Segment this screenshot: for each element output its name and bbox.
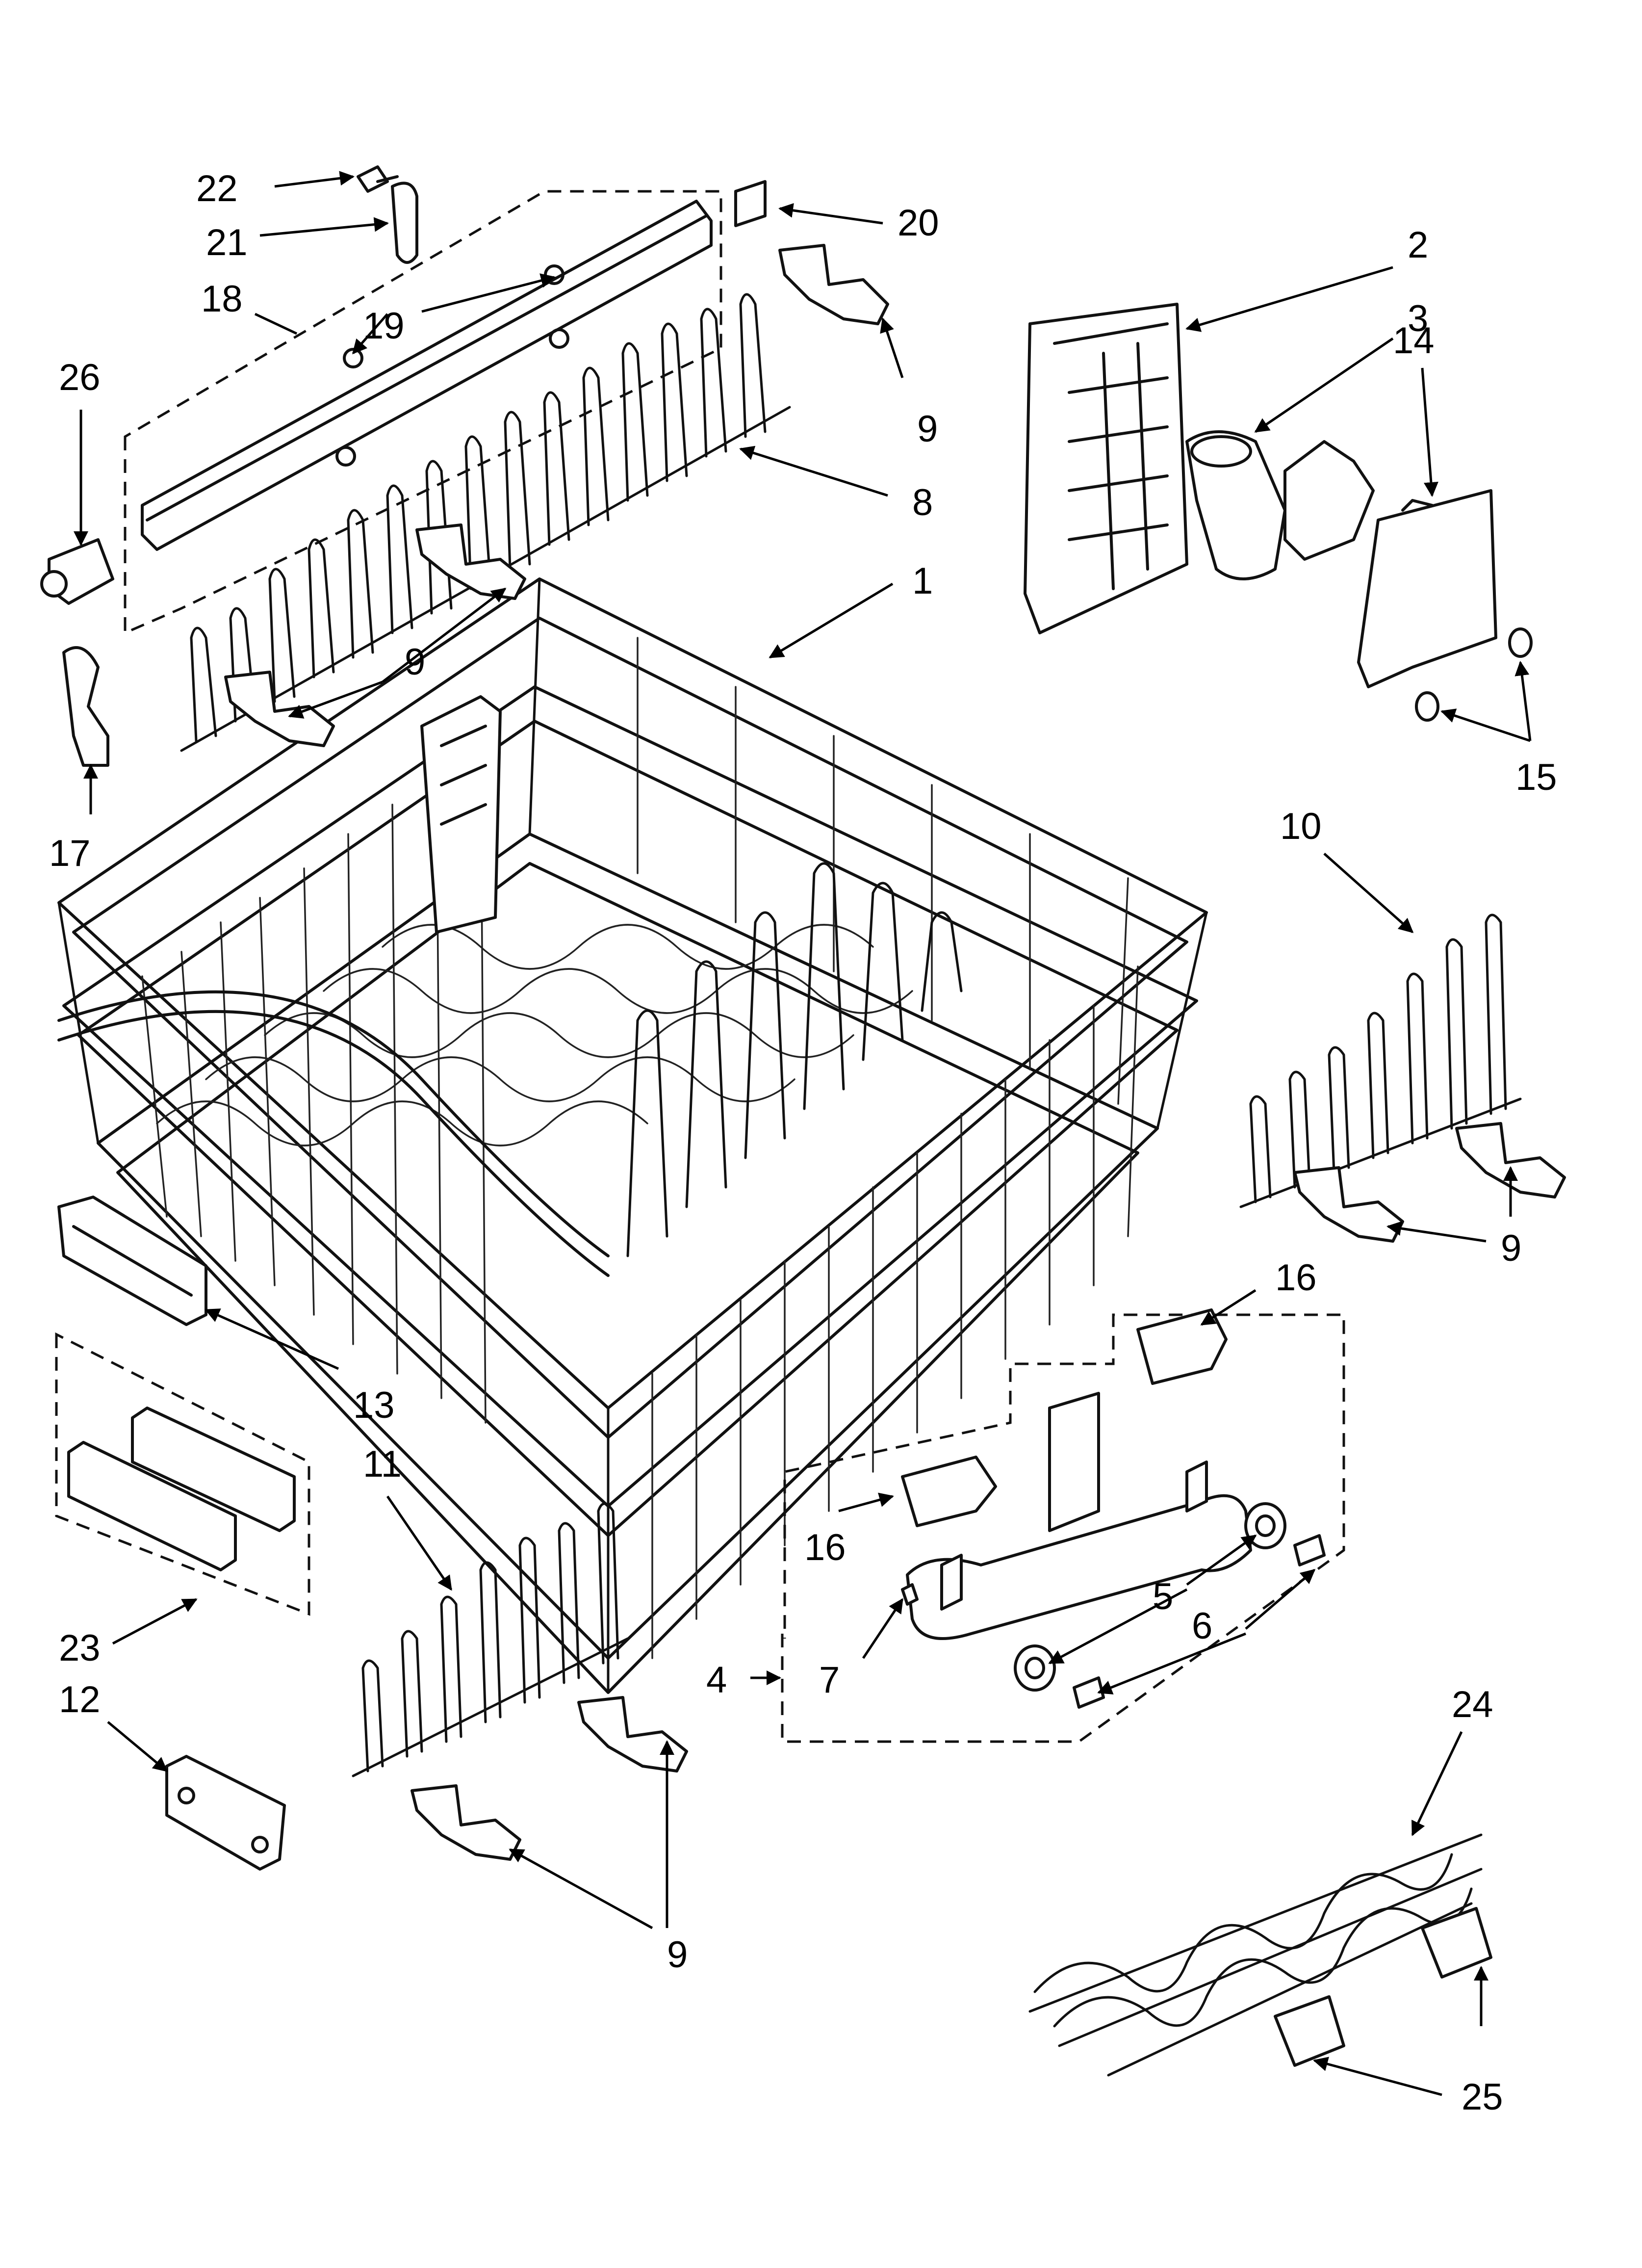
adjuster-housing-2 [1024, 303, 1188, 634]
callout-19: 19 [363, 305, 405, 347]
leader-lines [74, 171, 1532, 2096]
clip-25 [1274, 1907, 1492, 2067]
lever-3 [1185, 430, 1375, 580]
callout-7: 7 [819, 1659, 840, 1701]
tine-clip-9-bottom [410, 1696, 688, 1861]
callout-24: 24 [1452, 1684, 1493, 1725]
callout-25: 25 [1462, 2076, 1503, 2118]
callout-21: 21 [206, 222, 248, 263]
handle-17 [62, 646, 109, 767]
callout-labels: 22 21 18 19 26 20 9 8 1 9 17 2 3 14 15 1… [49, 168, 1557, 2118]
callout-23: 23 [59, 1627, 101, 1669]
tine-assembly-24 [1028, 1833, 1483, 2077]
tine-row-10 [1239, 913, 1522, 1208]
callout-13: 13 [353, 1384, 395, 1426]
callout-4: 4 [706, 1659, 727, 1701]
tine-clip-9-right [1293, 1122, 1566, 1243]
callout-1: 1 [912, 560, 933, 602]
callout-9-left: 9 [405, 641, 425, 683]
callout-6: 6 [1192, 1605, 1212, 1647]
clip-12 [165, 1755, 286, 1871]
callout-2: 2 [1408, 224, 1428, 266]
callout-8: 8 [912, 482, 933, 523]
caps-15 [1415, 627, 1533, 722]
callout-17: 17 [49, 833, 91, 874]
callout-5: 5 [1153, 1576, 1173, 1617]
callout-22: 22 [196, 168, 238, 209]
callout-20: 20 [898, 202, 939, 244]
callout-9-right: 9 [1501, 1227, 1521, 1269]
adjuster-assembly-4 [781, 1308, 1345, 1743]
callout-3: 3 [1408, 298, 1428, 339]
callout-16-right: 16 [1275, 1257, 1317, 1299]
callout-12: 12 [59, 1679, 101, 1721]
callout-10: 10 [1280, 806, 1322, 847]
callout-14: 14 [1393, 320, 1435, 362]
screw-22 [357, 165, 399, 193]
stop-26 [40, 538, 114, 605]
callout-11: 11 [363, 1443, 402, 1485]
callout-18: 18 [201, 278, 243, 320]
callout-9-bottom: 9 [667, 1934, 688, 1976]
trim-23 [55, 1332, 310, 1616]
cover-14 [1357, 489, 1497, 688]
callout-9-top: 9 [917, 408, 938, 450]
tine-clip-9-top [224, 244, 889, 747]
bracket-21 [391, 182, 418, 264]
callout-16-left: 16 [804, 1527, 846, 1568]
clip-13 [57, 1196, 207, 1326]
clip-20 [734, 180, 767, 227]
callout-26: 26 [59, 357, 101, 398]
upper-rack-assembly [57, 577, 1208, 1694]
tine-row-11 [352, 1502, 629, 1777]
callout-15: 15 [1515, 756, 1557, 798]
